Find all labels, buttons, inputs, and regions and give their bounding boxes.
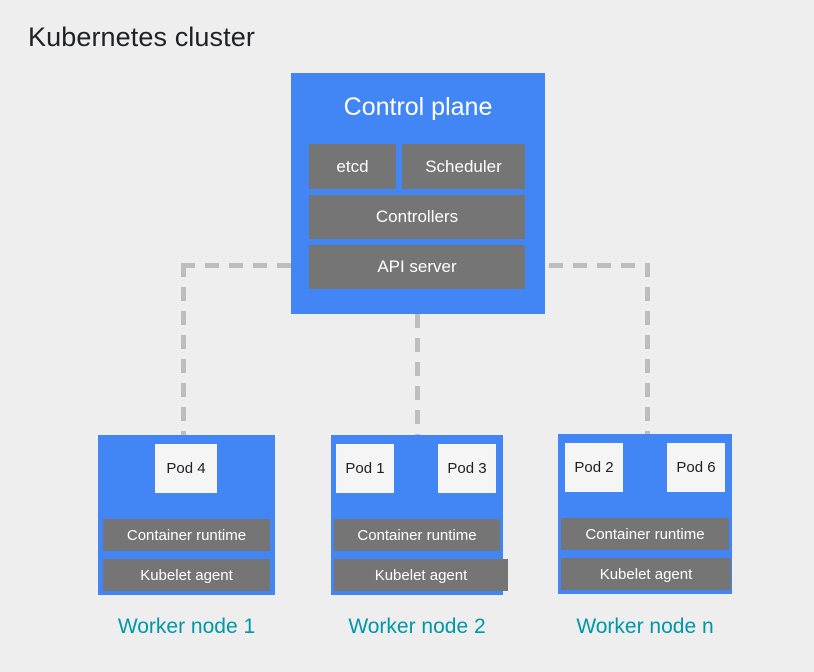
worker-node-1-kubelet-agent: Kubelet agent [103,559,270,591]
worker-node-n-container-runtime: Container runtime [561,518,729,550]
worker-node-2-kubelet-agent: Kubelet agent [334,559,508,591]
control-plane-component-api-server: API server [309,245,525,289]
control-plane-component-scheduler: Scheduler [402,144,525,189]
worker-node-n-caption: Worker node n [576,615,714,638]
worker-node-2-pod-1: Pod 1 [336,444,394,493]
page-title: Kubernetes cluster [28,22,255,52]
connector-api-to-noden-horizontal [525,263,650,268]
worker-node-2-caption: Worker node 2 [348,615,486,638]
control-plane-component-etcd: etcd [309,144,396,189]
connector-api-to-noden-vertical [645,263,650,438]
control-plane-title: Control plane [343,93,493,121]
worker-node-1-pod-4: Pod 4 [155,444,217,493]
worker-node-2-container-runtime: Container runtime [334,519,500,551]
worker-node-1-container-runtime: Container runtime [103,519,270,551]
worker-node-2-pod-3: Pod 3 [438,444,496,493]
connector-api-to-node1-horizontal [181,263,311,268]
control-plane-component-controllers: Controllers [309,195,525,239]
worker-node-1-caption: Worker node 1 [117,615,256,638]
connector-api-to-node1-vertical [181,263,186,438]
connector-api-to-node2-vertical [415,314,420,438]
worker-node-n-pod-6: Pod 6 [667,443,725,492]
worker-node-n-pod-2: Pod 2 [565,443,623,492]
worker-node-n-kubelet-agent: Kubelet agent [561,558,731,590]
